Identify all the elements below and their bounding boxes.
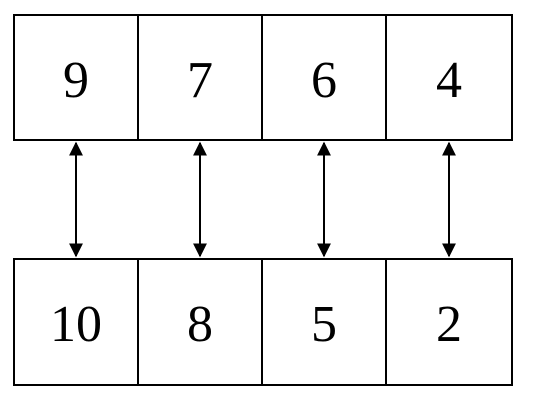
pair-arrows	[69, 141, 456, 258]
bottom-array-value-0: 10	[50, 296, 102, 353]
top-array-value-0: 9	[63, 52, 89, 109]
top-array-value-2: 6	[311, 52, 337, 109]
bottom-array-value-1: 8	[187, 296, 213, 353]
bottom-array-cell-0	[13, 258, 139, 386]
bottom-array-cell-1	[137, 258, 263, 386]
top-array: 9 7 6 4	[13, 14, 513, 141]
top-array-value-3: 4	[436, 52, 462, 109]
bottom-array-value-2: 5	[311, 296, 337, 353]
bottom-array: 10 8 5 2	[13, 258, 513, 386]
bottom-array-value-3: 2	[436, 296, 462, 353]
bottom-array-cell-3	[385, 258, 513, 386]
top-array-cell-3	[385, 14, 513, 141]
top-array-cell-2	[261, 14, 387, 141]
top-array-cell-0	[13, 14, 139, 141]
top-array-cell-1	[137, 14, 263, 141]
top-array-value-1: 7	[187, 52, 213, 109]
